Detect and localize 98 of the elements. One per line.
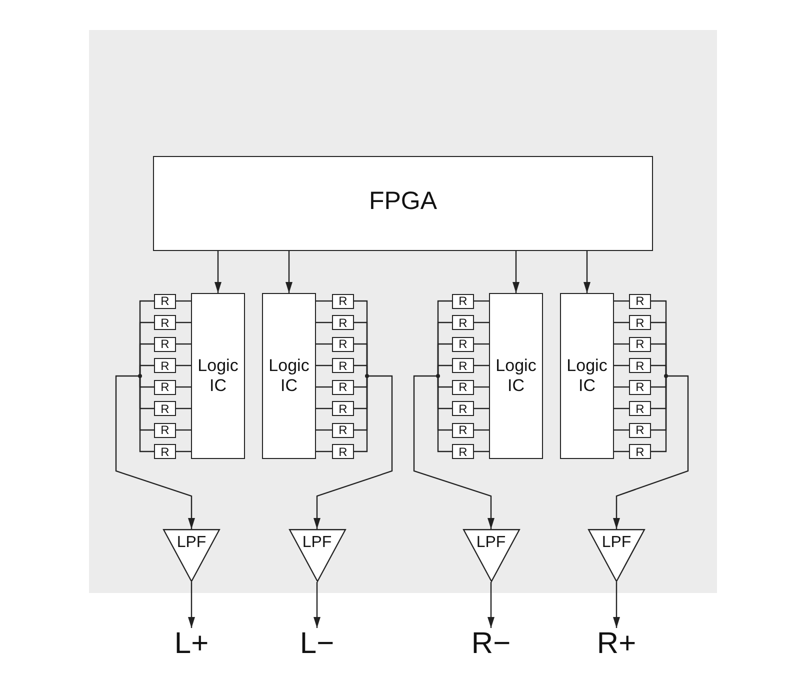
resistor-block: R	[332, 358, 354, 373]
filter-triangle: LPF	[462, 529, 520, 582]
connector-line	[614, 322, 629, 324]
output-label: R+	[596, 629, 636, 659]
arrow	[214, 251, 222, 293]
resistor-block: R	[332, 294, 354, 308]
logic-chip-block: Logic IC	[262, 293, 316, 459]
connector-line	[176, 408, 191, 410]
connector-line	[651, 364, 667, 376]
arrow	[488, 582, 494, 628]
arrow	[584, 251, 590, 293]
resistor-block: R	[452, 294, 474, 308]
connector-line	[474, 408, 489, 410]
arrow	[613, 582, 620, 628]
resistor-block: R	[452, 401, 474, 416]
connector-line	[316, 300, 332, 302]
connector-line	[474, 429, 489, 431]
connector-line	[354, 376, 368, 452]
connector-line	[316, 450, 332, 452]
resistor-block: R	[154, 336, 176, 352]
logic-chip-block: Logic IC	[489, 293, 543, 459]
filter-triangle: LPF	[288, 529, 346, 582]
arrow	[286, 251, 292, 293]
connector-line	[316, 322, 332, 324]
output-label: L−	[300, 629, 334, 659]
resistor-block: R	[154, 380, 176, 394]
resistor-block: R	[629, 315, 651, 330]
connector-line	[316, 429, 332, 431]
connector-line	[316, 343, 332, 345]
resistor-block: R	[452, 336, 474, 352]
connector-line	[176, 300, 191, 302]
filter-triangle: LPF	[588, 529, 645, 582]
connector-line	[474, 386, 489, 388]
connector-line	[614, 364, 629, 366]
resistor-block: R	[452, 422, 474, 438]
connector-line	[139, 376, 154, 452]
arrow	[314, 582, 320, 628]
resistor-block: R	[629, 380, 651, 394]
resistor-block: R	[629, 444, 651, 459]
connector-line	[316, 386, 332, 388]
background-panel	[89, 30, 717, 593]
connector-line	[176, 450, 191, 452]
resistor-block: R	[332, 315, 354, 330]
resistor-block: R	[154, 444, 176, 459]
resistor-block: R	[154, 315, 176, 330]
connector-line	[176, 343, 191, 345]
connector-line	[176, 429, 191, 431]
resistor-block: R	[332, 380, 354, 394]
arrow	[512, 251, 520, 293]
resistor-block: R	[629, 401, 651, 416]
arrow	[188, 582, 195, 628]
resistor-block: R	[629, 358, 651, 373]
resistor-block: R	[154, 401, 176, 416]
output-label: L+	[174, 629, 209, 659]
connector-line	[176, 322, 191, 324]
connector-line	[474, 300, 489, 302]
connector-line	[316, 408, 332, 410]
connector-line	[474, 364, 489, 366]
processor-block: FPGA	[153, 156, 653, 251]
resistor-block: R	[154, 358, 176, 373]
resistor-block: R	[154, 422, 176, 438]
resistor-block: R	[332, 401, 354, 416]
connector-line	[614, 386, 629, 388]
connector-line	[474, 450, 489, 452]
connector-line	[176, 386, 191, 388]
resistor-block: R	[452, 315, 474, 330]
connector-line	[474, 322, 489, 324]
connector-line	[176, 364, 191, 366]
connector-line	[651, 376, 667, 452]
arrow	[115, 375, 195, 529]
filter-triangle: LPF	[163, 529, 220, 582]
resistor-block: R	[154, 294, 176, 308]
resistor-block: R	[452, 358, 474, 373]
connector-line	[614, 429, 629, 431]
logic-chip-block: Logic IC	[560, 293, 614, 459]
resistor-block: R	[332, 336, 354, 352]
arrow	[413, 375, 494, 529]
connector-line	[437, 376, 452, 452]
connector-line	[614, 343, 629, 345]
resistor-block: R	[452, 444, 474, 459]
arrow	[613, 375, 689, 529]
resistor-block: R	[629, 422, 651, 438]
connector-line	[354, 364, 368, 376]
resistor-block: R	[332, 422, 354, 438]
resistor-block: R	[629, 294, 651, 308]
resistor-block: R	[332, 444, 354, 459]
connector-line	[614, 300, 629, 302]
output-label: R−	[471, 629, 511, 659]
logic-chip-block: Logic IC	[191, 293, 245, 459]
connector-line	[474, 343, 489, 345]
connector-line	[139, 364, 154, 376]
resistor-block: R	[629, 336, 651, 352]
connector-line	[614, 450, 629, 452]
connector-line	[614, 408, 629, 410]
connector-line	[437, 364, 452, 376]
connector-line	[316, 364, 332, 366]
resistor-block: R	[452, 380, 474, 394]
arrow	[314, 375, 393, 529]
